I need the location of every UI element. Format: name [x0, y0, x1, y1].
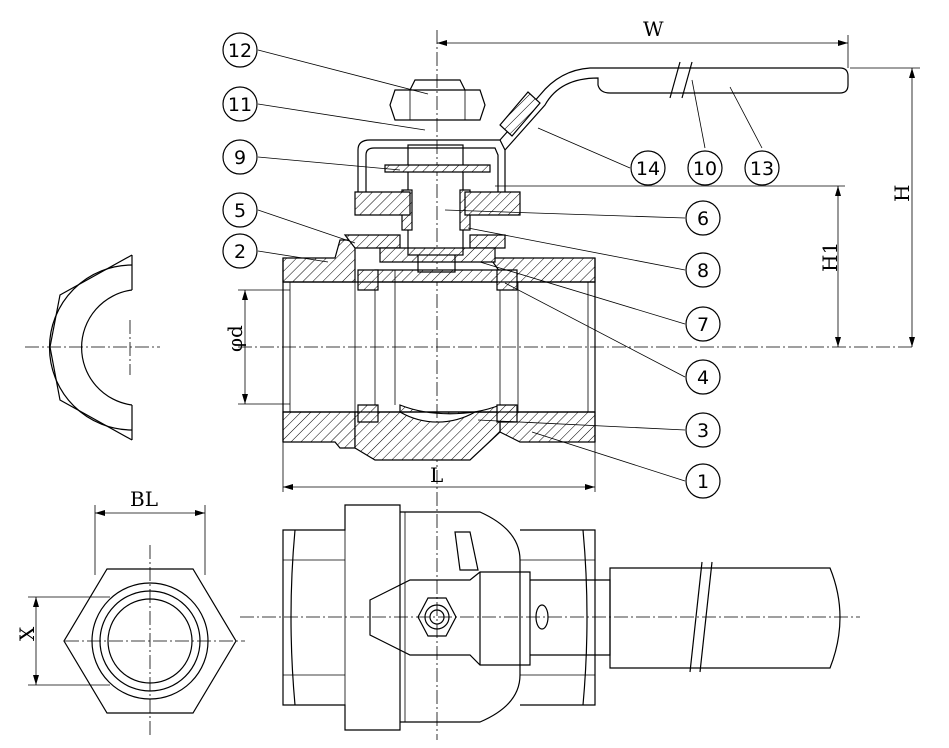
- callout-label-2: 2: [234, 241, 246, 263]
- callout-leaders: [257, 49, 763, 482]
- callout-label-11: 11: [228, 94, 252, 116]
- side-view-upper: [25, 254, 160, 441]
- callout-label-10: 10: [693, 158, 717, 180]
- dim-label-h: H: [890, 185, 914, 202]
- callout-5: 5: [222, 192, 258, 228]
- callout-label-1: 1: [697, 471, 709, 493]
- dim-label-l: L: [430, 463, 443, 487]
- dim-label-phi-d: φd: [223, 325, 247, 352]
- callout-7: 7: [685, 306, 721, 342]
- callout-label-6: 6: [697, 208, 709, 230]
- callout-4: 4: [685, 359, 721, 395]
- callout-14: 14: [630, 150, 666, 186]
- callout-9: 9: [222, 139, 258, 175]
- callout-10: 10: [687, 150, 723, 186]
- dim-label-bl: BL: [130, 487, 158, 511]
- dim-label-w: W: [643, 17, 664, 41]
- plan-view: [240, 504, 860, 731]
- callout-label-3: 3: [697, 420, 709, 442]
- dim-label-x: X: [15, 626, 39, 641]
- callout-label-12: 12: [228, 40, 252, 62]
- callout-label-8: 8: [697, 260, 709, 282]
- callout-1: 1: [685, 463, 721, 499]
- callout-3: 3: [685, 412, 721, 448]
- callout-11: 11: [222, 86, 258, 122]
- dimension-lines: [238, 35, 920, 492]
- callout-label-5: 5: [234, 200, 246, 222]
- callout-label-14: 14: [636, 158, 660, 180]
- callout-label-9: 9: [234, 147, 246, 169]
- end-view-lower: [28, 505, 245, 735]
- callout-label-13: 13: [750, 158, 774, 180]
- callout-label-4: 4: [697, 367, 709, 389]
- section-view: [238, 30, 915, 740]
- dim-label-h1: H1: [818, 242, 842, 272]
- callout-13: 13: [744, 150, 780, 186]
- callout-6: 6: [685, 200, 721, 236]
- callout-label-7: 7: [697, 314, 709, 336]
- callout-12: 12: [222, 32, 258, 68]
- callout-2: 2: [222, 233, 258, 269]
- callout-8: 8: [685, 252, 721, 288]
